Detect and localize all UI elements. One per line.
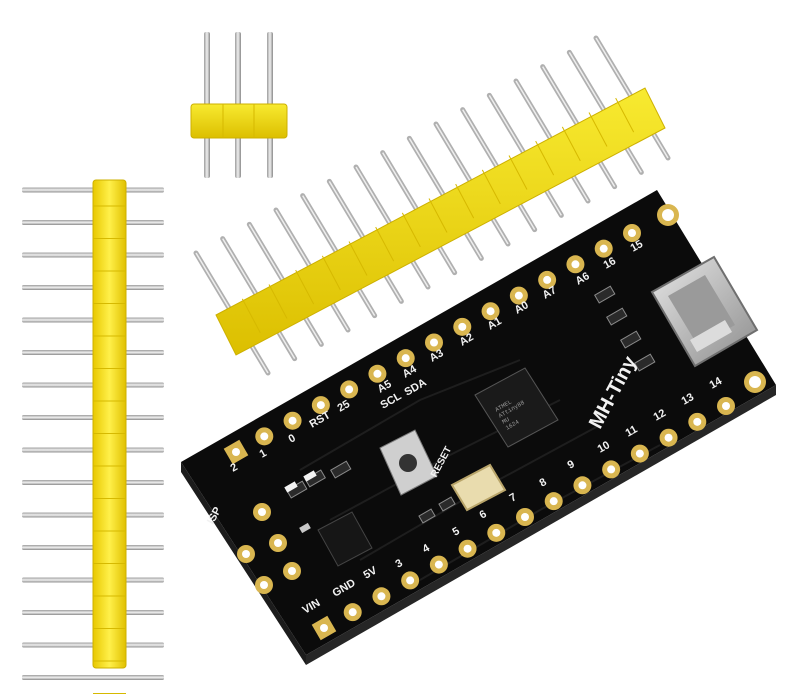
pad-hole [578,481,587,490]
bottom-pin-label: 11 [624,423,640,439]
bottom-pin-label: 12 [652,407,669,424]
pad-hole [635,449,644,458]
pad-hole [242,550,250,558]
pad-hole [430,338,438,347]
pad-hole [521,513,529,521]
smd-components [286,285,656,524]
header-segment-divider [268,284,288,319]
top-pin-label: 16 [602,255,619,272]
header-segment-divider [561,126,581,162]
status-led [284,470,317,493]
pad-hole [458,322,467,331]
pad-hole [232,448,240,456]
micro-usb-connector-icon [650,255,759,368]
header-plastic-strip [92,179,127,669]
bottom-pin-label: 6 [478,508,489,521]
pad-hole [406,576,415,585]
pad-hole [260,581,268,589]
pad-hole [693,417,702,426]
pad-row-top [223,224,641,465]
voltage-regulator [299,511,373,567]
pad-group-left [237,503,301,594]
header-segment-divider [428,198,448,233]
pad-hole [463,544,472,553]
pad-hole [258,508,266,516]
pad-hole [571,260,580,269]
microcontroller-chip: ATMEL ATtiny88 MU 1624 [474,367,559,448]
top-pin-label: 0 [287,432,298,445]
pad-hole [260,432,269,441]
header-segment-divider [401,212,421,248]
pad-hole [320,624,328,632]
top-pin-label: 1 [258,447,269,460]
bottom-pin-label: 10 [596,439,613,456]
pad-hole [549,497,558,506]
pin25-label: 25 [336,398,353,415]
pad-hole [373,369,382,378]
bottom-pin-label: 8 [538,476,549,489]
pad-hole [492,528,501,537]
crystal-icon [450,463,507,512]
pad-hole [288,416,297,425]
pad-hole [348,608,357,617]
header-segment-divider [295,269,315,305]
top-pin-label: 15 [629,238,646,255]
header-segment-divider [375,226,395,262]
header-segment-divider [321,255,341,291]
pad-hole [514,291,523,300]
bottom-pin-label: 5 [451,525,462,538]
pad-hole [722,402,730,410]
header-pin [22,675,164,680]
pad-hole [543,275,552,284]
header-segment-divider [348,241,368,276]
mounting-holes [657,204,766,393]
pad-hole [316,401,325,410]
pad-hole [607,465,616,474]
header-segment-divider [615,97,635,133]
pad-row-bottom [311,397,735,641]
header-plastic-strip [215,87,666,356]
pad-hole [486,307,495,316]
top-pin-label: 2 [229,461,240,474]
header-plastic-strip [190,103,288,139]
pad-hole [345,385,354,394]
pad-hole [599,244,608,253]
header-segment-divider [455,183,475,219]
chip-marking-line-2: MU [501,416,511,426]
header-segment-divider [588,112,608,147]
pin-header-16-diagonal [193,35,671,376]
pad-hole [434,560,443,569]
pad-hole [401,354,410,363]
pad-hole [288,567,296,575]
pad-hole [664,433,673,442]
bottom-pin-label: 13 [680,391,697,408]
pad-hole [274,539,282,547]
header-segment-divider [508,155,528,190]
header-segment-divider [481,169,501,205]
pin-header-3 [190,32,288,178]
reset-button [379,429,438,496]
bottom-pin-label: 7 [508,491,519,504]
bottom-pin-label: 9 [566,458,577,471]
header-segment-divider [241,298,261,334]
pin-header-16-vertical [22,179,164,694]
pad-hole [628,229,636,237]
pad-hole [377,592,386,601]
header-segment-divider [535,140,555,176]
bottom-pin-label: 3 [394,557,405,570]
